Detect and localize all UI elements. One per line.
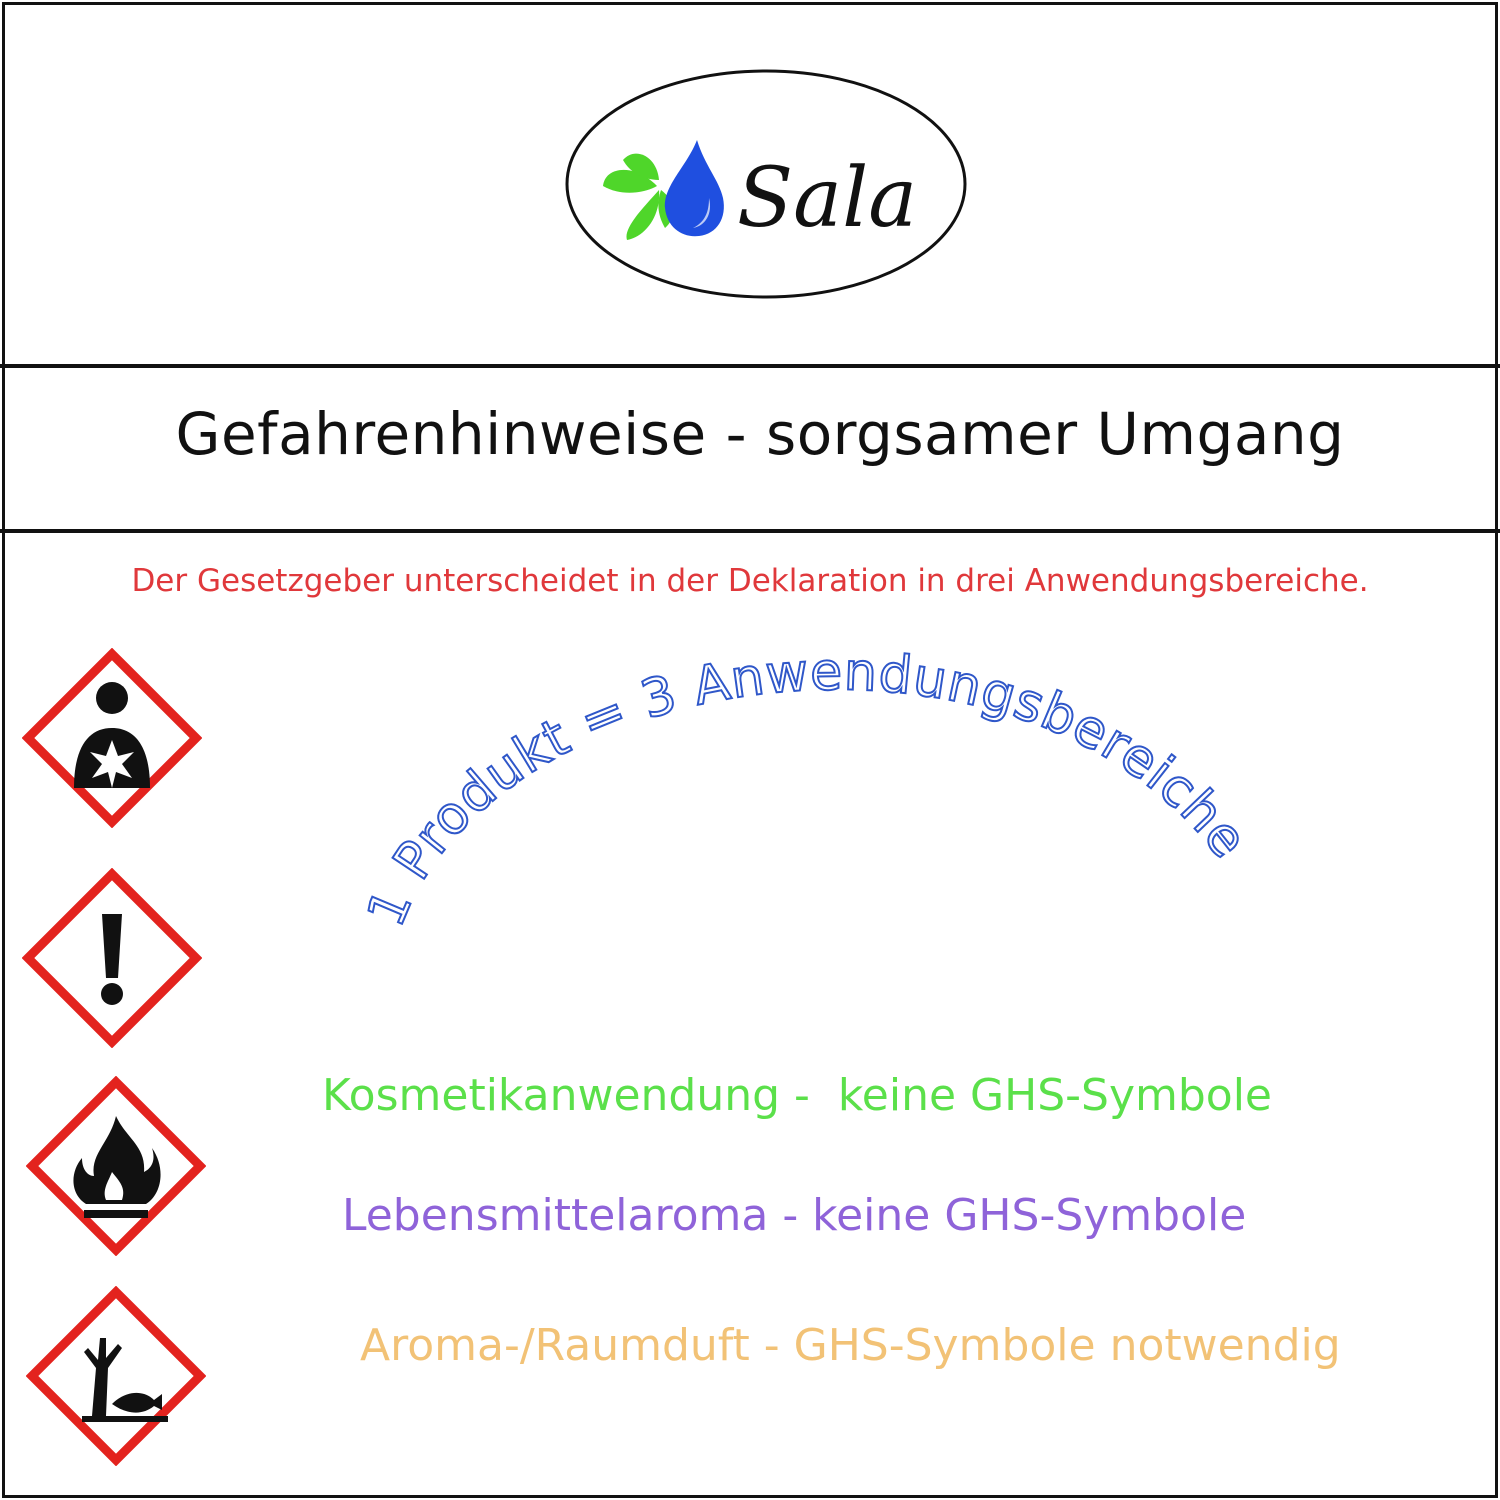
divider-bottom — [0, 529, 1500, 533]
leaf-icon — [603, 153, 673, 240]
arc-heading: 1 Produkt = 3 Anwendungsbereiche — [330, 600, 1330, 960]
use-cosmetics: Kosmetikanwendung - keine GHS-Symbole — [322, 1070, 1272, 1121]
page-title: Gefahrenhinweise - sorgsamer Umgang — [175, 400, 1345, 468]
use-food-flavor: Lebensmittelaroma - keine GHS-Symbole — [342, 1190, 1247, 1241]
environment-icon — [26, 1286, 206, 1466]
exclamation-mark-icon — [22, 868, 202, 1048]
health-hazard-icon — [22, 648, 202, 828]
flame-icon — [26, 1076, 206, 1256]
use-room-fragrance: Aroma-/Raumduft - GHS-Symbole notwendig — [360, 1320, 1341, 1371]
intro-text: Der Gesetzgeber unterscheidet in der Dek… — [131, 563, 1369, 599]
divider-top — [0, 364, 1500, 368]
arc-heading-text: 1 Produkt = 3 Anwendungsbereiche — [355, 641, 1259, 936]
svg-text:1 Produkt = 3 Anwendungsbereic: 1 Produkt = 3 Anwendungsbereiche — [356, 642, 1259, 935]
sala-logo: Sala — [565, 68, 967, 300]
brand-name: Sala — [737, 151, 917, 246]
water-drop-icon — [664, 140, 724, 237]
